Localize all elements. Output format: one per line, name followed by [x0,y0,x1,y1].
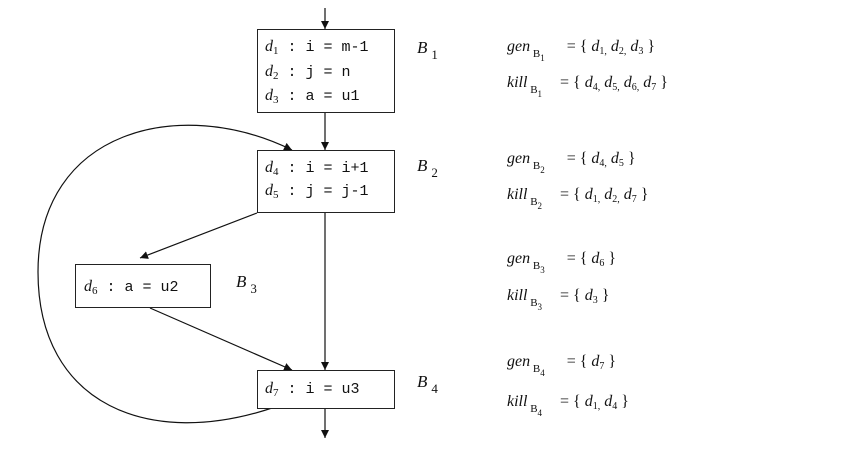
set-element: d4, [584,74,601,93]
set-contents: = { d1, d2, d7 } [560,186,649,205]
block-b4: d7 : i = u3 [257,370,395,409]
set-name: kill B4 [507,393,543,418]
set-name: kill B2 [507,186,543,211]
code-text: : i = u3 [278,381,360,398]
set-contents: = { d4, d5, d6, d7 } [560,74,668,93]
code-text: : a = u2 [97,279,179,296]
kill-set-b4: kill B4 = { d1, d4 } [507,393,629,418]
set-element: d1, [591,38,607,57]
set-contents: = { d4, d5 } [566,150,636,169]
kill-set-b2: kill B2 = { d1, d2, d7 } [507,186,649,211]
set-contents: = { d7 } [566,353,617,372]
instruction-d7: d7 : i = u3 [265,380,360,399]
set-element: d1, [584,393,601,412]
set-contents: = { d1, d2, d3 } [566,38,656,57]
edge-b4-b2-loop [37,124,293,424]
def-symbol: d4 [265,159,279,178]
set-name: gen B2 [507,150,545,175]
set-element: d7 [591,353,605,372]
kill-set-b1: kill B1 = { d4, d5, d6, d7 } [507,74,668,99]
instruction-d5: d5 : j = j-1 [265,182,369,201]
set-element: d2, [604,186,620,205]
set-element: d4, [591,150,607,169]
block-b2: d4 : i = i+1 d5 : j = j-1 [257,150,395,213]
def-symbol: d7 [265,380,279,399]
set-contents: = { d1, d4 } [560,393,629,412]
set-name: gen B1 [507,38,545,63]
set-element: d7 [643,74,657,93]
edge-b3-b4 [149,307,293,371]
code-text: : j = n [278,64,351,81]
kill-set-b3: kill B3 = { d3 } [507,287,610,312]
set-element: d5, [604,74,620,93]
def-symbol: d1 [265,38,279,57]
gen-set-b1: gen B1 = { d1, d2, d3 } [507,38,656,63]
instruction-d6: d6 : a = u2 [84,278,179,297]
def-symbol: d3 [265,87,279,106]
set-element: d6, [623,74,640,93]
def-symbol: d2 [265,63,279,82]
gen-set-b4: gen B4 = { d7 } [507,353,617,378]
instruction-d1: d1 : i = m-1 [265,38,369,57]
set-name: gen B4 [507,353,545,378]
def-symbol: d5 [265,182,279,201]
set-name: kill B3 [507,287,543,312]
code-text: : j = j-1 [278,183,369,200]
gen-set-b2: gen B2 = { d4, d5 } [507,150,636,175]
set-element: d6 [591,250,605,269]
block-b3: d6 : a = u2 [75,264,211,308]
set-contents: = { d6 } [566,250,617,269]
instruction-d3: d3 : a = u1 [265,87,360,106]
def-symbol: d6 [84,278,98,297]
code-text: : i = m-1 [278,39,369,56]
edge-b2-b3 [139,212,258,259]
set-element: d2, [610,38,627,57]
gen-set-b3: gen B3 = { d6 } [507,250,617,275]
set-element: d3 [584,287,598,306]
set-element: d7 [623,186,637,205]
block-b1: d1 : i = m-1 d2 : j = n d3 : a = u1 [257,29,395,113]
set-name: kill B1 [507,74,543,99]
set-element: d1, [584,186,601,205]
set-contents: = { d3 } [560,287,610,306]
set-element: d3 [630,38,644,57]
instruction-d4: d4 : i = i+1 [265,159,369,178]
code-text: : a = u1 [278,88,360,105]
set-element: d5 [610,150,624,169]
instruction-d2: d2 : j = n [265,63,351,82]
set-name: gen B3 [507,250,545,275]
set-element: d4 [604,393,618,412]
code-text: : i = i+1 [278,160,369,177]
